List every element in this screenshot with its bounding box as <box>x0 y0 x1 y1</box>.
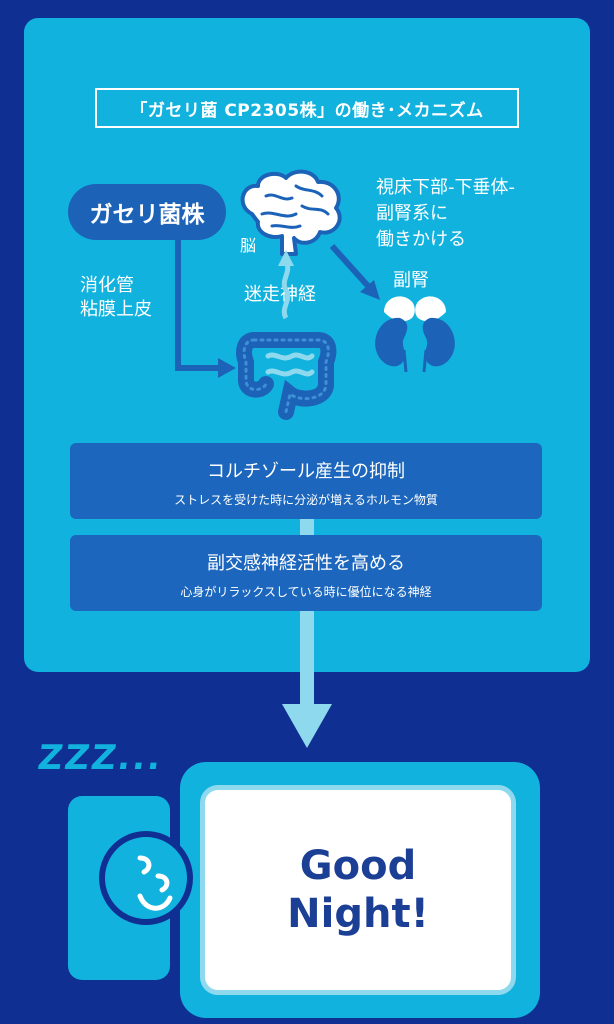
mucosa-label: 消化管 粘膜上皮 <box>80 275 152 320</box>
cortisol-title: コルチゾール産生の抑制 <box>207 461 405 482</box>
good-night-text: Good Night! <box>287 843 429 937</box>
parasympathetic-subtitle: 心身がリラックスしている時に優位になる神経 <box>180 585 432 599</box>
brain-to-adrenal-arrow <box>329 243 380 300</box>
page-title: 「ガセリ菌 CP2305株」の働き･メカニズム <box>95 88 519 128</box>
vagus-arrow <box>278 250 294 320</box>
hpa-axis-label: 視床下部-下垂体- 副腎系に 働きかける <box>376 177 515 250</box>
parasympathetic-title: 副交感神経活性を高める <box>207 553 405 574</box>
vagus-nerve-label: 迷走神経 <box>244 284 316 305</box>
face-icon <box>99 831 193 925</box>
adrenal-kidney-icon <box>375 296 455 373</box>
result-down-arrow <box>282 518 332 748</box>
brain-label: 脳 <box>240 236 257 255</box>
adrenal-label: 副腎 <box>393 270 429 291</box>
cortisol-subtitle: ストレスを受けた時に分泌が増えるホルモン物質 <box>174 493 438 507</box>
cortisol-box: コルチゾール産生の抑制 ストレスを受けた時に分泌が増えるホルモン物質 <box>70 443 542 519</box>
screen-display <box>200 785 516 995</box>
pill-to-intestine-arrow <box>175 240 236 378</box>
gasseri-strain-pill: ガセリ菌株 <box>68 184 226 240</box>
brain-icon <box>240 169 342 256</box>
intestine-icon <box>236 332 337 420</box>
parasympathetic-box: 副交感神経活性を高める 心身がリラックスしている時に優位になる神経 <box>70 535 542 611</box>
